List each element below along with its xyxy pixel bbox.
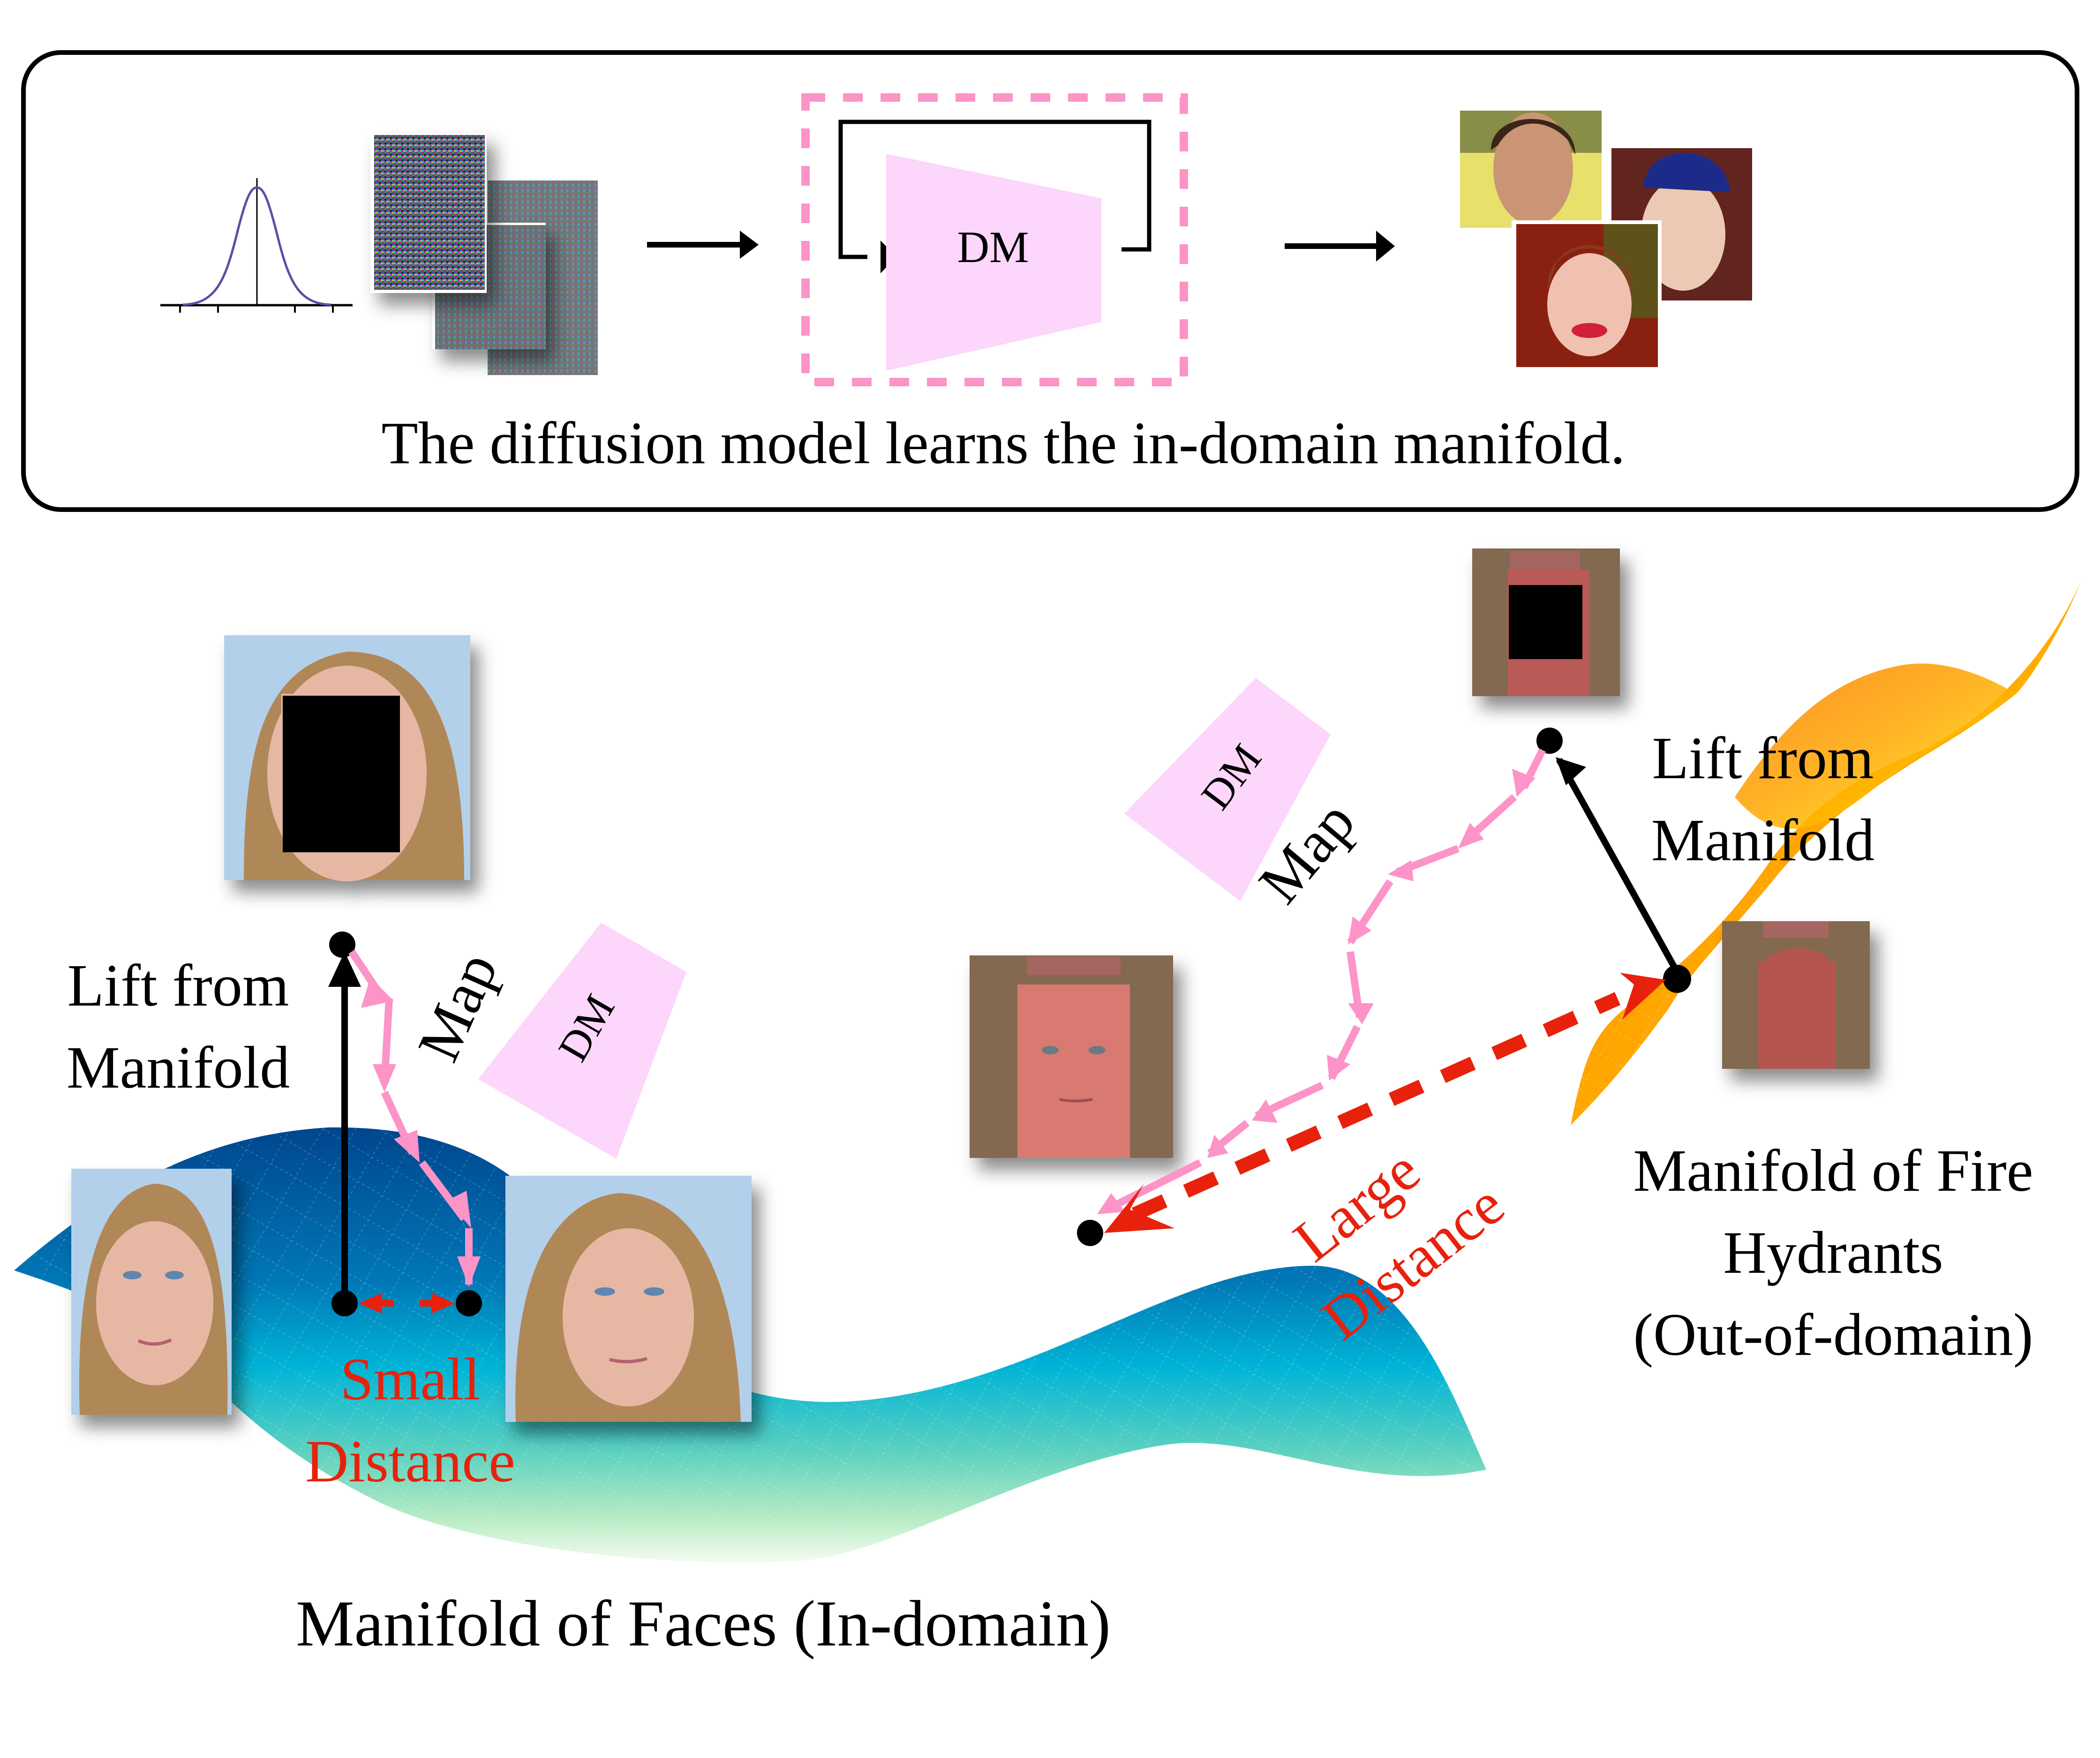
lift-label-left-line1: Lift from [68, 952, 289, 1019]
masked-face-input [224, 635, 470, 881]
original-face-left [71, 1169, 232, 1415]
point-lifted-left [329, 932, 355, 958]
dm-block [886, 154, 1101, 371]
inpainting-mask-hydrant [1509, 585, 1582, 659]
point-manifold-left [331, 1290, 358, 1316]
map-label-left: Map [405, 943, 510, 1070]
hydrant-face-output [970, 955, 1173, 1158]
small-distance-label-line1: Small [340, 1346, 481, 1412]
generated-faces [1460, 111, 1752, 370]
point-manifold-right [1663, 965, 1691, 993]
top-panel-caption: The diffusion model learns the in-domain… [381, 410, 1625, 476]
lift-arrow-right [1556, 758, 1679, 972]
gaussian-curve-icon [160, 178, 353, 313]
dm-block-right: DM [1124, 678, 1331, 902]
reconstructed-face [505, 1176, 752, 1422]
top-panel: DM [21, 50, 2079, 512]
large-distance-arrowhead-right [1620, 973, 1666, 1020]
dm-loop-line [838, 120, 1152, 259]
generated-face-girl [1512, 220, 1662, 370]
large-distance-arrowhead-left [1104, 1184, 1174, 1233]
arrow-right-icon [1285, 231, 1395, 262]
point-mapped-left [456, 1290, 482, 1316]
original-hydrant [1722, 921, 1870, 1069]
lift-label-right-line2: Manifold [1651, 807, 1874, 873]
small-distance-arrows [359, 1293, 455, 1314]
hydrant-manifold-caption-line3: (Out-of-domain) [1633, 1301, 2033, 1368]
lift-label-left-line2: Manifold [67, 1034, 290, 1101]
noise-images [370, 133, 598, 375]
dm-dashed-frame [801, 93, 1188, 386]
point-mapped-right [1077, 1220, 1103, 1246]
arrow-right-icon [647, 231, 759, 259]
map-arrowheads-right [1097, 769, 1535, 1214]
point-lifted-right [1536, 728, 1563, 754]
dm-label: DM [957, 222, 1029, 272]
hydrant-manifold-caption-line2: Hydrants [1723, 1219, 1943, 1286]
small-distance-label-line2: Distance [305, 1428, 515, 1495]
generated-face-boy [1460, 111, 1602, 228]
faces-manifold-caption: Manifold of Faces (In-domain) [296, 1587, 1111, 1660]
lift-label-right-line1: Lift from [1652, 725, 1874, 791]
large-distance-line [1131, 992, 1621, 1221]
map-arrowheads-left [361, 977, 481, 1287]
faces-manifold [14, 1127, 1486, 1563]
inpainting-mask [283, 696, 400, 852]
dm-block-left: DM [478, 923, 686, 1159]
lift-arrowhead-right [1556, 757, 1586, 785]
hydrant-manifold-caption-line1: Manifold of Fire [1633, 1137, 2033, 1204]
lift-arrowhead-left [328, 952, 361, 987]
masked-hydrant-input [1472, 548, 1620, 696]
